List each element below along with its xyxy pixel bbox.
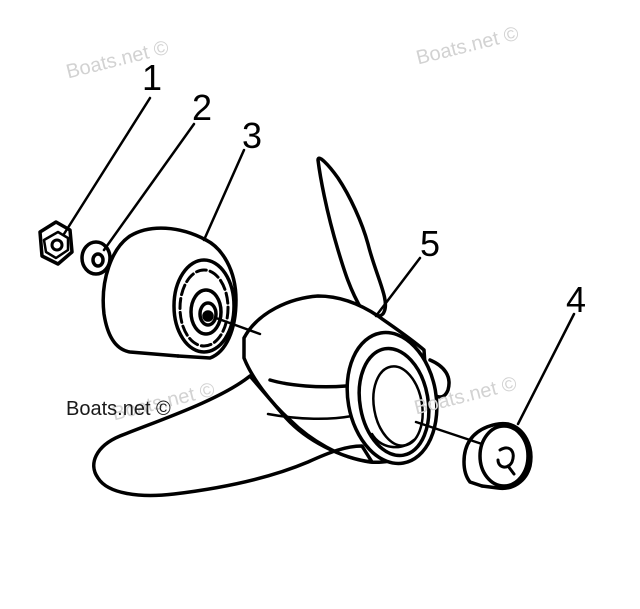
callout-5: 5 bbox=[420, 223, 441, 264]
callout-2: 2 bbox=[192, 87, 213, 128]
watermark-bottom-left: Boats.net © bbox=[66, 398, 171, 420]
leader-lines bbox=[62, 96, 576, 446]
spacer-hub bbox=[101, 226, 238, 360]
callout-1: 1 bbox=[142, 57, 163, 98]
callout-4: 4 bbox=[566, 279, 587, 320]
propeller bbox=[92, 156, 451, 498]
callout-3: 3 bbox=[242, 115, 263, 156]
thrust-washer bbox=[462, 421, 533, 491]
